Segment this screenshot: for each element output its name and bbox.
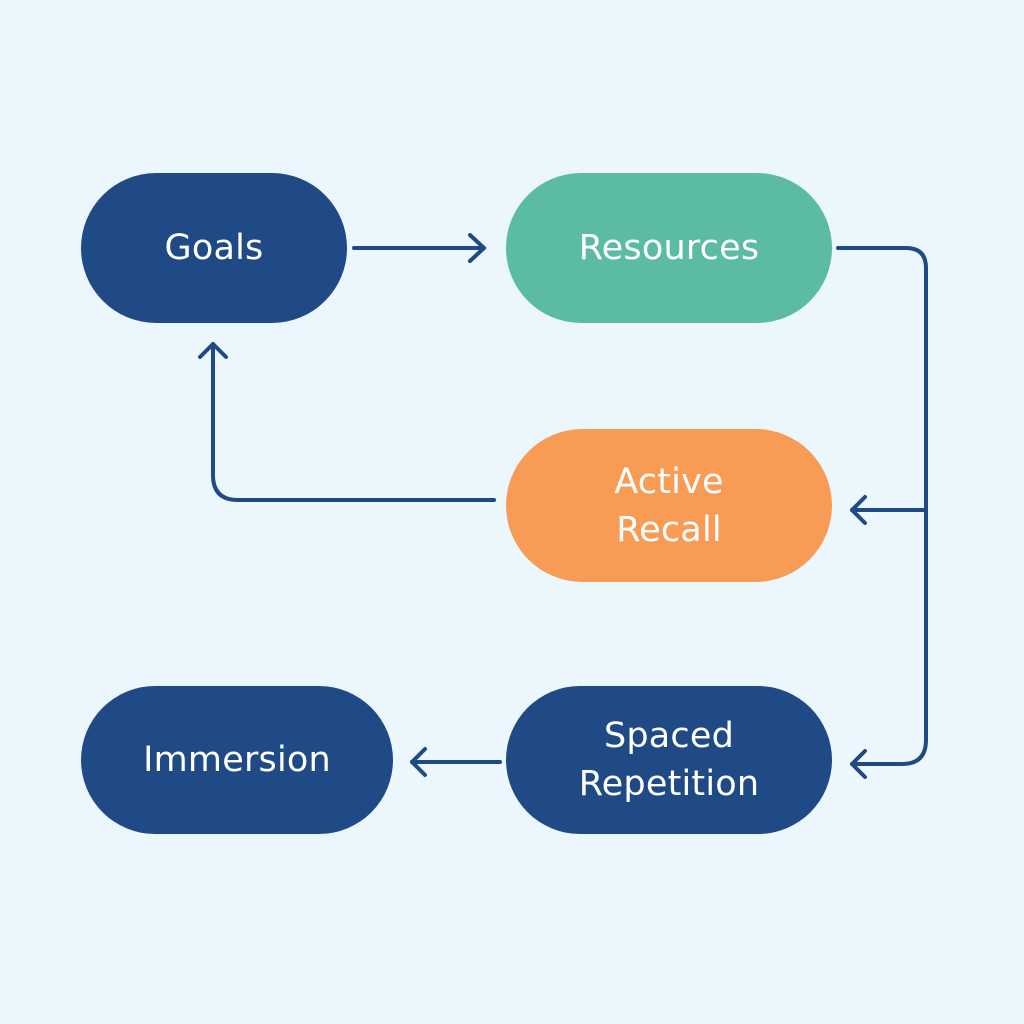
arrowhead-icon bbox=[468, 233, 486, 263]
resources-node: Resources bbox=[506, 173, 832, 323]
active-recall-node: Active Recall bbox=[506, 429, 832, 582]
connector-line bbox=[850, 508, 928, 766]
arrowhead-icon bbox=[198, 342, 228, 359]
connector-resources-to-spaced bbox=[850, 508, 928, 779]
connector-line bbox=[211, 342, 496, 502]
connector-recall-to-goals bbox=[198, 342, 496, 502]
spaced-repetition-label-line-2: Repetition bbox=[578, 764, 760, 804]
connector-resources-to-recall bbox=[836, 246, 928, 525]
goals-node: Goals bbox=[81, 173, 347, 323]
connector-line bbox=[836, 246, 928, 512]
connector-spaced-to-immersion bbox=[410, 747, 502, 777]
active-recall-label-line-2: Recall bbox=[616, 509, 722, 550]
resources-label: Resources bbox=[578, 228, 760, 268]
goals-label: Goals bbox=[164, 228, 264, 268]
connector-goals-to-resources bbox=[352, 233, 486, 263]
spaced-repetition-label-line-1: Spaced bbox=[603, 716, 735, 756]
arrowhead-icon bbox=[850, 749, 867, 779]
spaced-repetition-node: Spaced Repetition bbox=[506, 686, 832, 834]
arrowhead-icon bbox=[410, 747, 427, 777]
arrowhead-icon bbox=[850, 495, 867, 525]
immersion-label: Immersion bbox=[143, 740, 331, 780]
immersion-node: Immersion bbox=[81, 686, 393, 834]
active-recall-label-line-1: Active bbox=[614, 461, 724, 502]
